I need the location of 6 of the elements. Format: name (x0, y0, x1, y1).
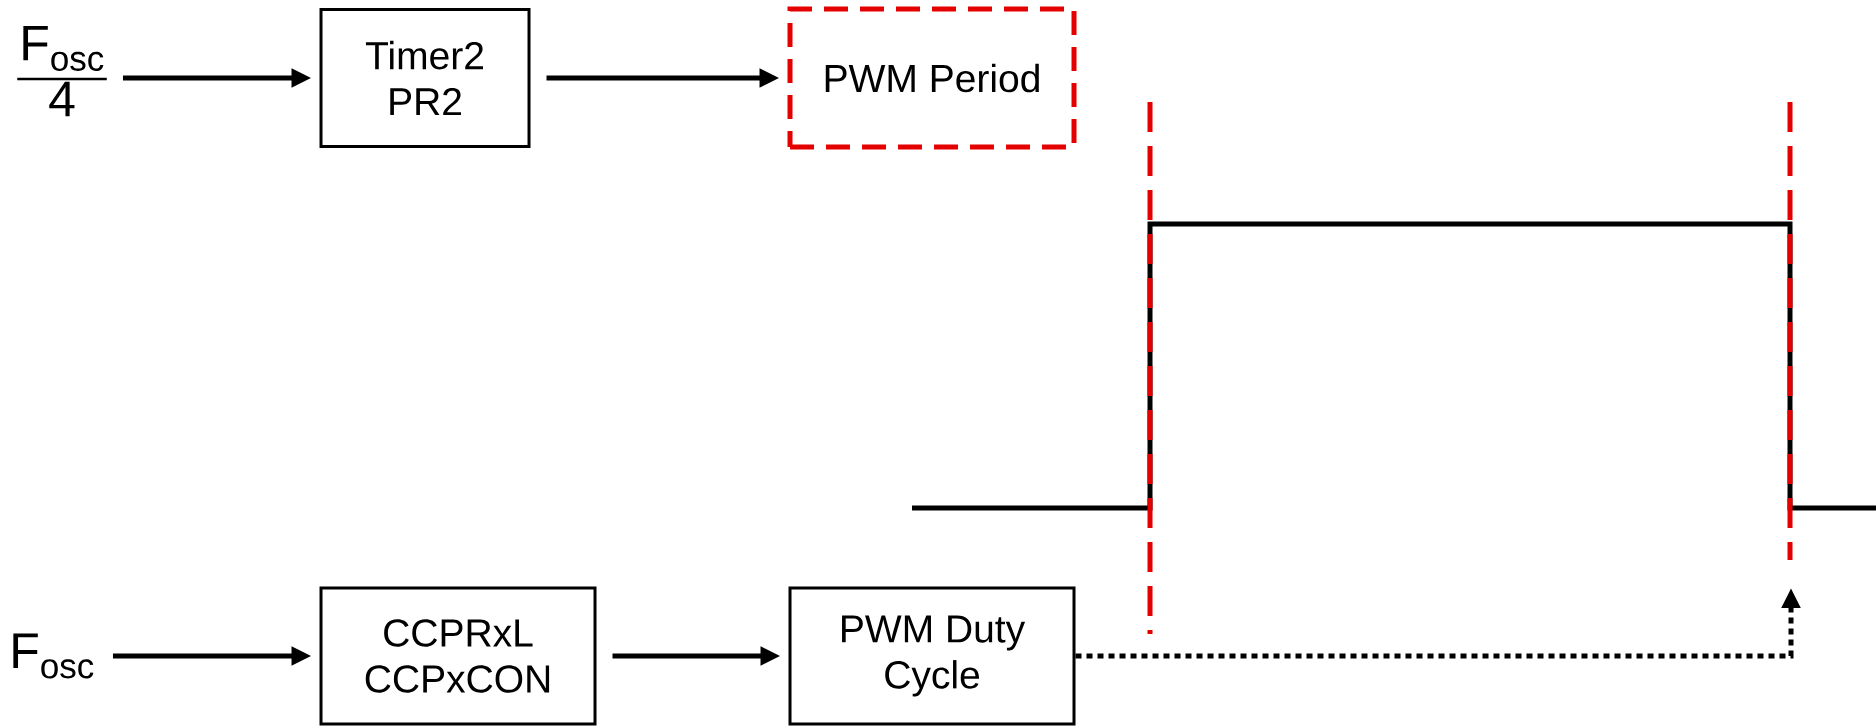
register-box: PWM Duty Cycle (788, 586, 1076, 726)
frequency-fraction: F$_{osc}$ 4 (17, 25, 107, 117)
frequency-label: F$_{osc}$ (13, 633, 94, 679)
register-box: CCPRxL CCPxCON (319, 586, 597, 726)
output-box: PWM Period (787, 6, 1077, 150)
register-box: Timer2 PR2 (319, 8, 531, 148)
